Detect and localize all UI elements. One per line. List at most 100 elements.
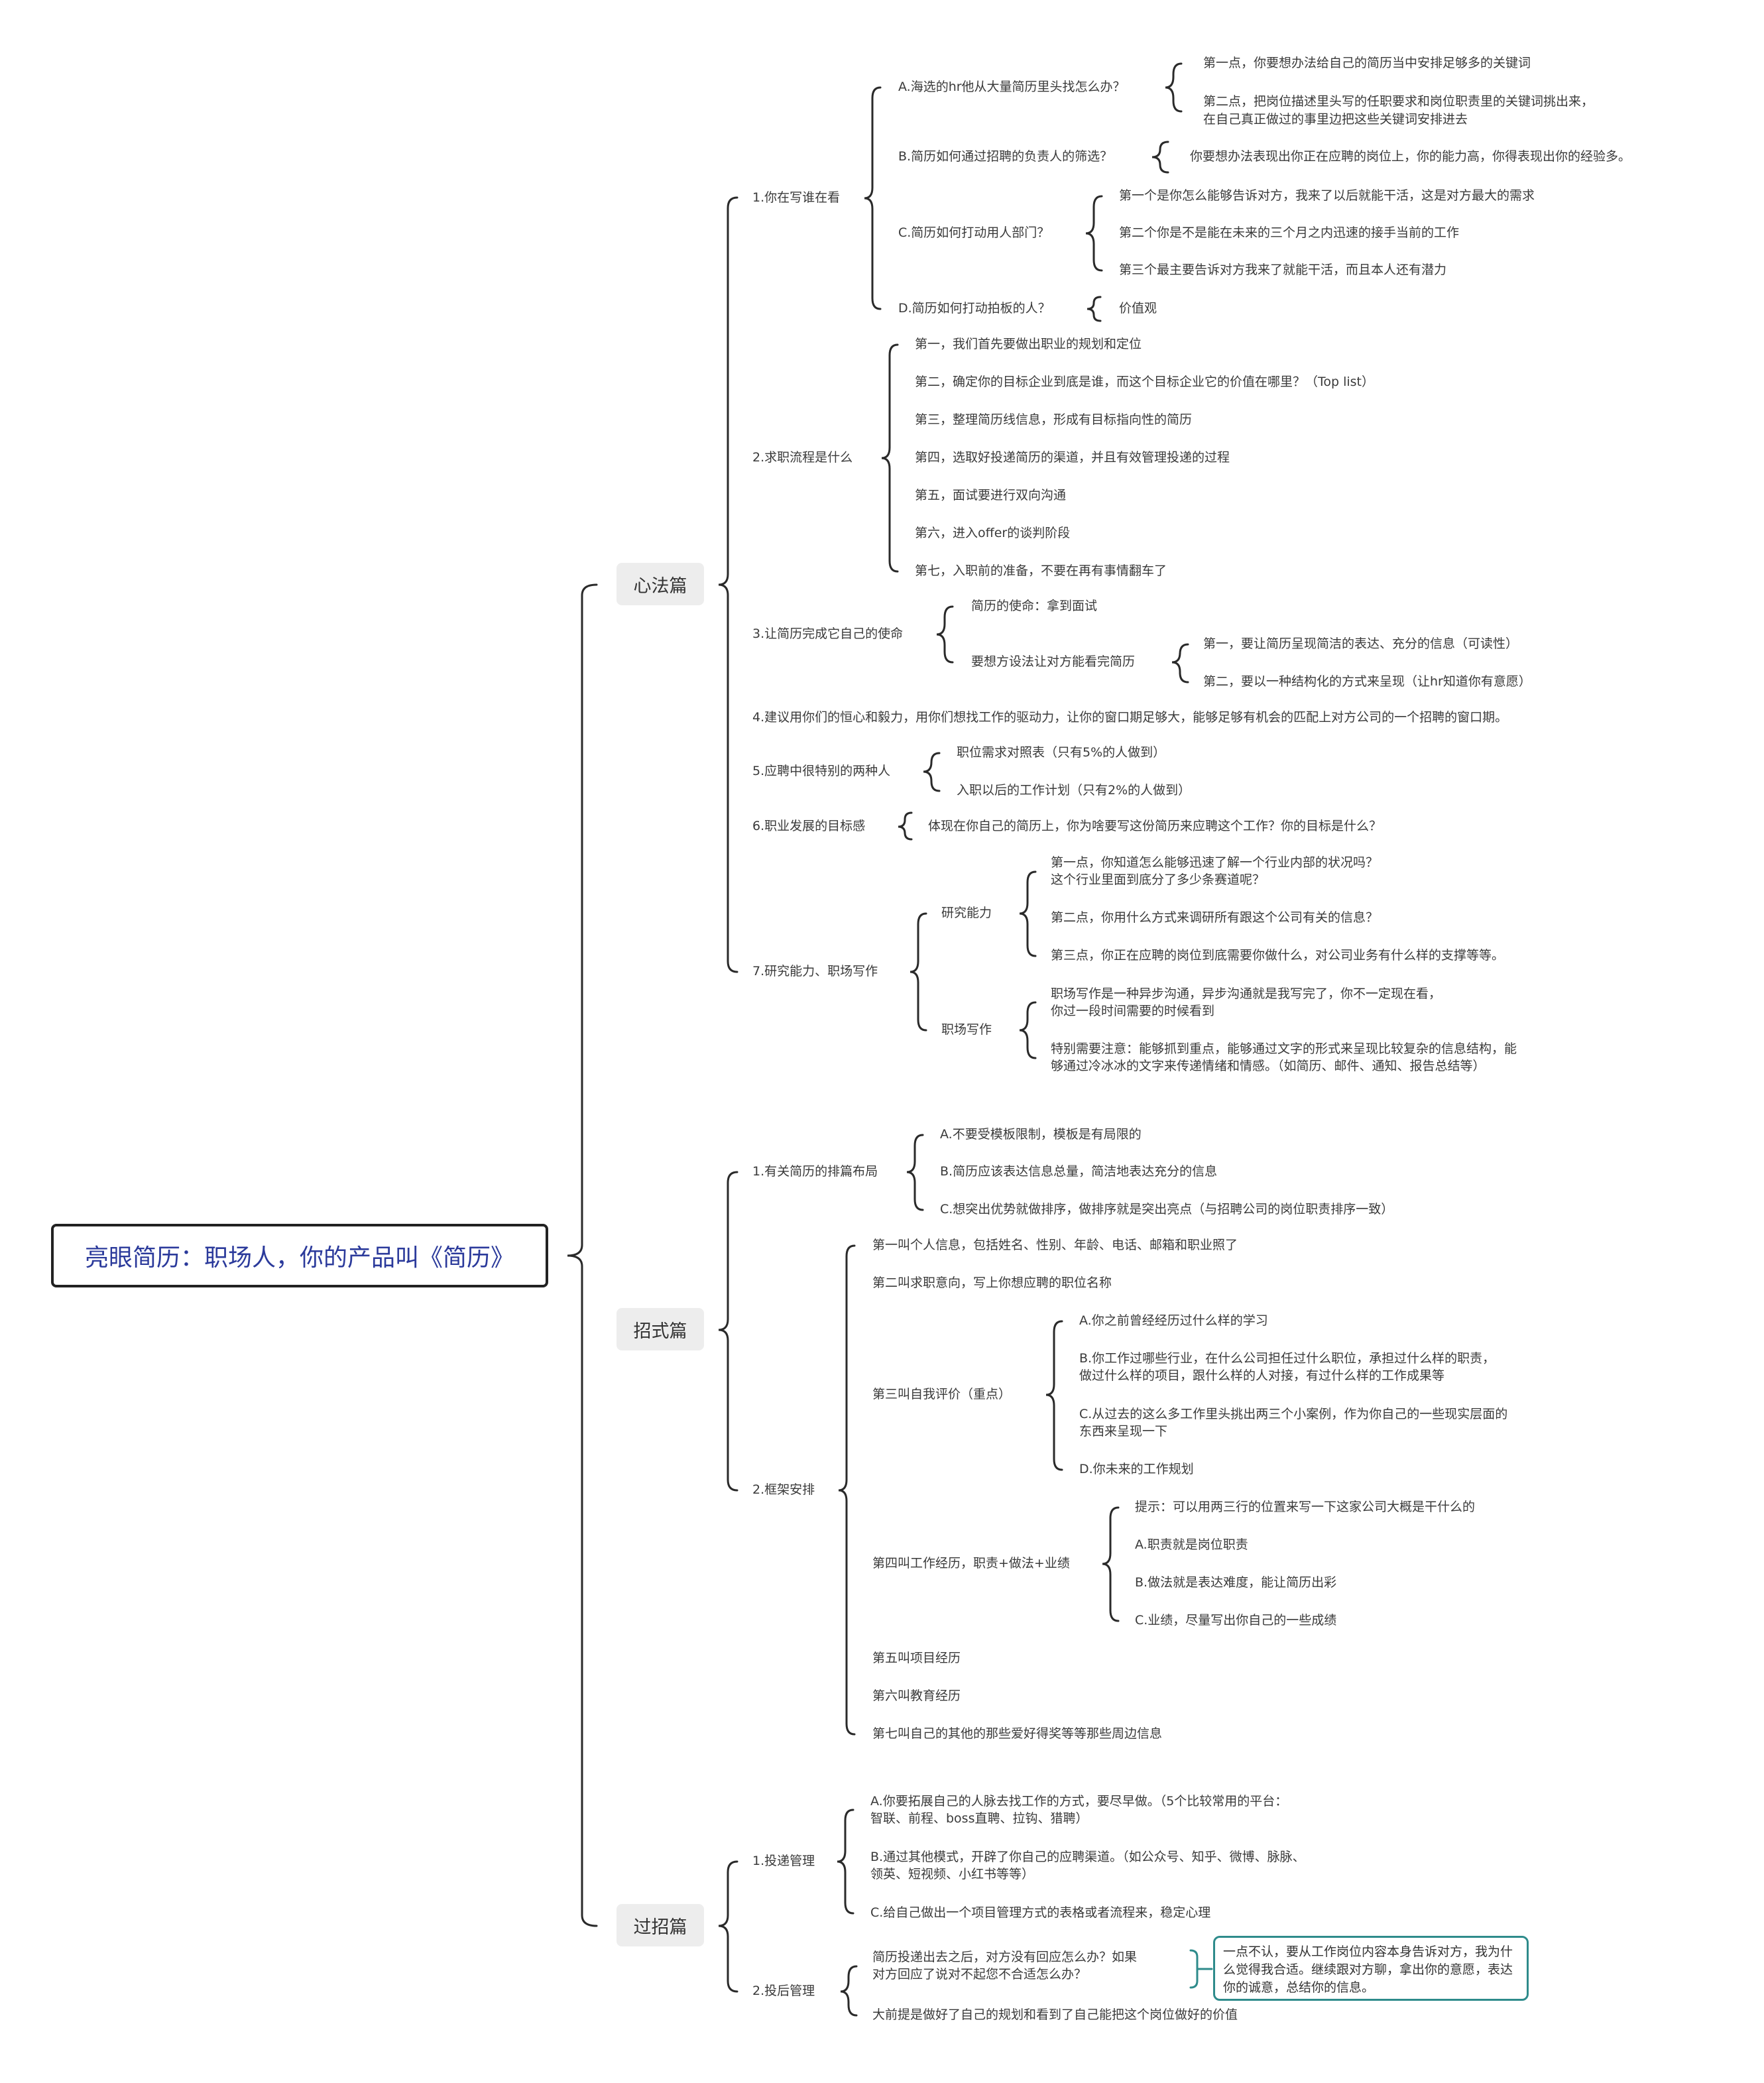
gz-item-2a-line2[interactable]: 对方回应了说对不起您不合适怎么办？ xyxy=(872,1967,1087,1982)
zs-item-2d-c[interactable]: C.业绩，尽量写出你自己的一些成绩 xyxy=(1135,1613,1337,1628)
xf-item-7b-point1-line1[interactable]: 职场写作是一种异步沟通，异步沟通就是我写完了，你不一定现在看， xyxy=(1051,986,1442,1001)
xf-item-7a[interactable]: 研究能力 xyxy=(941,906,992,920)
xf-item-2-step1[interactable]: 第一，我们首先要做出职业的规划和定位 xyxy=(915,337,1142,351)
xf-item-1c[interactable]: C.简历如何打动用人部门？ xyxy=(898,225,1050,240)
xf-item-7b-point2-line1[interactable]: 特别需要注意：能够抓到重点，能够通过文字的形式来呈现比较复杂的信息结构，能 xyxy=(1051,1042,1517,1056)
gz-item-1c[interactable]: C.给自己做出一个项目管理方式的表格或者流程来，稳定心理 xyxy=(870,1905,1211,1920)
zs-item-2c-d[interactable]: D.你未来的工作规划 xyxy=(1079,1462,1194,1476)
brace-zs-2c xyxy=(1045,1320,1063,1471)
zs-item-2c[interactable]: 第三叫自我评价（重点） xyxy=(872,1387,1012,1401)
gz-item-2a-line1[interactable]: 简历投递出去之后，对方没有回应怎么办？如果 xyxy=(872,1950,1138,1964)
xf-item-2-step7[interactable]: 第七，入职前的准备，不要在再有事情翻车了 xyxy=(915,564,1167,578)
zs-item-2c-b-line1[interactable]: B.你工作过哪些行业，在什么公司担任过什么职位，承担过什么样的职责， xyxy=(1079,1351,1496,1366)
zs-item-1a[interactable]: A.不要受模板限制，模板是有局限的 xyxy=(940,1127,1142,1142)
brace-xf-1b xyxy=(1151,141,1169,174)
zs-item-2f[interactable]: 第六叫教育经历 xyxy=(872,1689,961,1703)
xf-item-5b[interactable]: 入职以后的工作计划（只有2%的人做到） xyxy=(957,783,1191,798)
zs-item-2g[interactable]: 第七叫自己的其他的那些爱好得奖等等那些周边信息 xyxy=(872,1726,1163,1741)
gz-item-2b[interactable]: 大前提是做好了自己的规划和看到了自己能把这个岗位做好的价值 xyxy=(872,2007,1238,2022)
zs-item-2d-tip[interactable]: 提示：可以用两三行的位置来写一下这家公司大概是干什么的 xyxy=(1135,1500,1476,1514)
xf-item-7b[interactable]: 职场写作 xyxy=(941,1022,992,1037)
zs-item-2c-a[interactable]: A.你之前曾经经历过什么样的学习 xyxy=(1079,1313,1268,1328)
xf-item-1[interactable]: 1.你在写谁在看 xyxy=(752,190,841,205)
gz-item-1a-line2[interactable]: 智联、前程、boss直聘、拉钩、猎聘） xyxy=(870,1811,1088,1826)
brace-root xyxy=(567,583,598,1927)
xf-item-1a[interactable]: A.海选的hr他从大量简历里头找怎么办？ xyxy=(898,80,1126,94)
xf-item-1a-point2-line1[interactable]: 第二点，把岗位描述里头写的任职要求和岗位职责里的关键词挑出来， xyxy=(1203,94,1594,109)
zs-item-2a[interactable]: 第一叫个人信息，包括姓名、性别、年龄、电话、邮箱和职业照了 xyxy=(872,1238,1238,1252)
xf-item-7b-point1-line2[interactable]: 你过一段时间需要的时候看到 xyxy=(1051,1004,1215,1018)
brace-xinfa xyxy=(718,196,738,973)
zs-item-2b[interactable]: 第二叫求职意向，写上你想应聘的职位名称 xyxy=(872,1276,1112,1290)
xf-item-7a-point2[interactable]: 第二点，你用什么方式来调研所有跟这个公司有关的信息？ xyxy=(1051,910,1379,925)
xf-item-7a-point1-line2[interactable]: 这个行业里面到底分了多少条赛道呢？ xyxy=(1051,872,1265,887)
xf-item-1d[interactable]: D.简历如何打动拍板的人？ xyxy=(898,301,1051,316)
section-zhaoshi[interactable]: 招式篇 xyxy=(617,1308,704,1350)
section-guozhao[interactable]: 过招篇 xyxy=(617,1904,704,1946)
xf-item-2-step6[interactable]: 第六，进入offer的谈判阶段 xyxy=(915,526,1071,540)
xf-item-2-step4[interactable]: 第四，选取好投递简历的渠道，并且有效管理投递的过程 xyxy=(915,450,1230,465)
gz-item-1a-line1[interactable]: A.你要拓展自己的人脉去找工作的方式，要尽早做。（5个比较常用的平台： xyxy=(870,1794,1288,1809)
xf-item-1b-point[interactable]: 你要想办法表现出你正在应聘的岗位上，你的能力高，你得表现出你的经验多。 xyxy=(1190,149,1631,164)
xf-item-1a-point1[interactable]: 第一点，你要想办法给自己的简历当中安排足够多的关键词 xyxy=(1203,56,1531,70)
xf-item-2[interactable]: 2.求职流程是什么 xyxy=(752,450,853,465)
xf-item-2-step2[interactable]: 第二，确定你的目标企业到底是谁，而这个目标企业它的价值在哪里？（Top list… xyxy=(915,375,1375,389)
xf-item-5a[interactable]: 职位需求对照表（只有5%的人做到） xyxy=(957,745,1166,760)
brace-xf-1 xyxy=(864,86,882,310)
brace-xf-7b xyxy=(1019,1001,1037,1059)
xf-item-1c-point3[interactable]: 第三个最主要告诉对方我来了就能干活，而且本人还有潜力 xyxy=(1119,263,1447,277)
zs-item-1b[interactable]: B.简历应该表达信息总量，简洁地表达充分的信息 xyxy=(940,1164,1218,1179)
brace-xf-1a xyxy=(1165,62,1183,113)
xf-item-1b[interactable]: B.简历如何通过招聘的负责人的筛选？ xyxy=(898,149,1113,164)
gz-item-1[interactable]: 1.投递管理 xyxy=(752,1854,815,1868)
zs-item-1[interactable]: 1.有关简历的排篇布局 xyxy=(752,1164,878,1179)
xf-item-4[interactable]: 4.建议用你们的恒心和毅力，用你们想找工作的驱动力，让你的窗口期足够大，能够足够… xyxy=(752,710,1508,725)
brace-xf-7a xyxy=(1019,870,1037,957)
zs-item-2c-c-line1[interactable]: C.从过去的这么多工作里头挑出两三个小案例，作为你自己的一些现实层面的 xyxy=(1079,1407,1508,1421)
xf-item-7a-point1-line1[interactable]: 第一点，你知道怎么能够迅速了解一个行业内部的状况吗？ xyxy=(1051,855,1379,870)
xf-item-2-step5[interactable]: 第五，面试要进行双向沟通 xyxy=(915,488,1067,503)
zs-item-2d[interactable]: 第四叫工作经历，职责+做法+业绩 xyxy=(872,1556,1070,1571)
xf-item-1c-point1[interactable]: 第一个是你怎么能够告诉对方，我来了以后就能干活，这是对方最大的需求 xyxy=(1119,188,1535,203)
gz-item-2a-note[interactable]: 一点不认，要从工作岗位内容本身告诉对方，我为什么觉得我合适。继续跟对方聊，拿出你… xyxy=(1213,1936,1529,2001)
zs-item-2[interactable]: 2.框架安排 xyxy=(752,1482,815,1497)
xf-item-1c-point2[interactable]: 第二个你是不是能在未来的三个月之内迅速的接手当前的工作 xyxy=(1119,225,1460,240)
xf-item-1d-point[interactable]: 价值观 xyxy=(1119,301,1157,316)
xf-item-3[interactable]: 3.让简历完成它自己的使命 xyxy=(752,626,904,641)
brace-zs-2 xyxy=(838,1244,856,1736)
brace-gz-1 xyxy=(837,1809,854,1915)
xf-item-7b-point2-line2[interactable]: 够通过冷冰冰的文字来传递情绪和情感。（如简历、邮件、通知、报告总结等） xyxy=(1051,1059,1486,1073)
xf-item-6a[interactable]: 体现在你自己的简历上，你为啥要写这份简历来应聘这个工作？你的目标是什么？ xyxy=(928,819,1382,833)
gz-item-1b-line2[interactable]: 领英、短视频、小红书等等） xyxy=(870,1867,1035,1881)
zs-item-2e[interactable]: 第五叫项目经历 xyxy=(872,1651,961,1665)
brace-xf-3b xyxy=(1171,643,1189,684)
zs-item-2d-a[interactable]: A.职责就是岗位职责 xyxy=(1135,1537,1248,1552)
brace-xf-1d xyxy=(1087,296,1102,322)
zs-item-2d-b[interactable]: B.做法就是表达难度，能让简历出彩 xyxy=(1135,1575,1337,1590)
brace-xf-3 xyxy=(936,605,954,664)
zs-item-2c-c-line2[interactable]: 东西来呈现一下 xyxy=(1079,1424,1168,1439)
brace-guozhao xyxy=(718,1860,738,1993)
xf-item-3a[interactable]: 简历的使命：拿到面试 xyxy=(971,599,1098,613)
zs-item-1c[interactable]: C.想突出优势就做排序，做排序就是突出亮点（与招聘公司的岗位职责排序一致） xyxy=(940,1202,1394,1217)
xf-item-2-step3[interactable]: 第三，整理简历线信息，形成有目标指向性的简历 xyxy=(915,412,1193,427)
xf-item-1a-point2-line2[interactable]: 在自己真正做过的事里边把这些关键词安排进去 xyxy=(1203,112,1468,127)
zs-item-2c-b-line2[interactable]: 做过什么样的项目，跟什么样的人对接，有过什么样的工作成果等 xyxy=(1079,1368,1445,1383)
brace-xf-7 xyxy=(910,912,927,1032)
xf-item-7[interactable]: 7.研究能力、职场写作 xyxy=(752,964,878,979)
xf-item-7a-point3[interactable]: 第三点，你正在应聘的岗位到底需要你做什么，对公司业务有什么样的支撑等等。 xyxy=(1051,948,1505,963)
brace-xf-5 xyxy=(923,752,941,792)
brace-zhaoshi xyxy=(718,1171,738,1492)
xf-item-3b-point2[interactable]: 第二，要以一种结构化的方式来呈现（让hr知道你有意愿） xyxy=(1203,674,1531,689)
xf-item-3b[interactable]: 要想方设法让对方能看完简历 xyxy=(971,654,1136,669)
section-xinfa[interactable]: 心法篇 xyxy=(617,563,704,605)
gz-item-2[interactable]: 2.投后管理 xyxy=(752,1984,815,1998)
gz-item-1b-line1[interactable]: B.通过其他模式，开辟了你自己的应聘渠道。（如公众号、知乎、微博、脉脉、 xyxy=(870,1850,1305,1864)
xf-item-3b-point1[interactable]: 第一，要让简历呈现简洁的表达、充分的信息（可读性） xyxy=(1203,636,1519,651)
xf-item-6[interactable]: 6.职业发展的目标感 xyxy=(752,819,866,833)
brace-xf-2 xyxy=(881,343,899,573)
xf-item-5[interactable]: 5.应聘中很特别的两种人 xyxy=(752,764,891,778)
root-topic[interactable]: 亮眼简历：职场人，你的产品叫《简历》 xyxy=(51,1224,548,1287)
